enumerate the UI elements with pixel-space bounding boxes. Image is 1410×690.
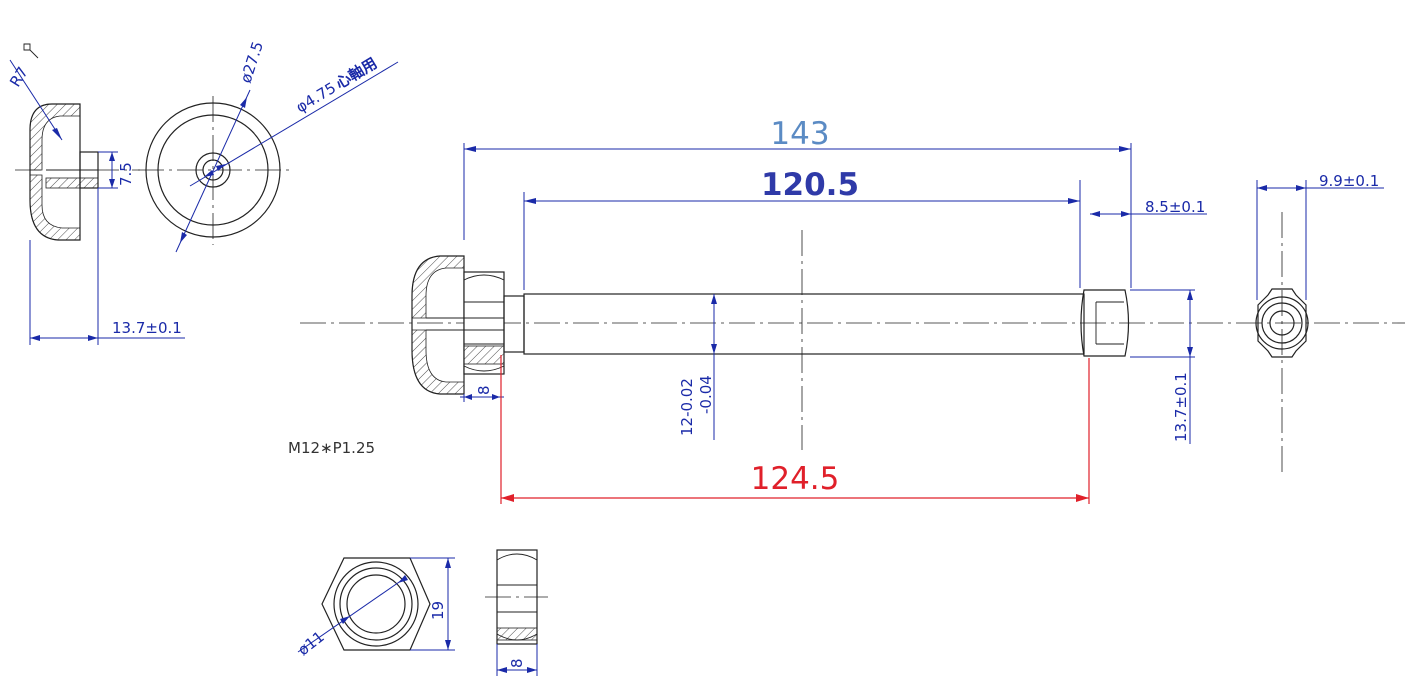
nut-span-label: 124.5 xyxy=(751,461,840,497)
end-view: 9.9±0.1 xyxy=(1255,172,1384,475)
bore-diameter-label: φ4.75心軸用 xyxy=(293,54,381,116)
end-height-label: 13.7±0.1 xyxy=(1172,372,1190,442)
nut-diameter-label: ø11 xyxy=(294,628,327,660)
radius-label: R7 xyxy=(6,64,32,90)
end-view-width-label: 9.9±0.1 xyxy=(1319,172,1379,190)
nut-side-view: 8 xyxy=(485,549,548,676)
main-view: 143 120.5 8.5±0.1 12-0.02 -0.04 13.7±0.1… xyxy=(288,116,1405,504)
nut-front-view: ø11 19 xyxy=(294,557,455,660)
nut-thickness-label: 8 xyxy=(508,658,526,668)
outer-diameter-label: ø27.5 xyxy=(237,39,267,85)
side-height-label: 7.5 xyxy=(117,162,135,186)
thread-note: M12∗P1.25 xyxy=(288,439,375,457)
nut-across-flats-label: 19 xyxy=(429,601,447,620)
head-thickness-label: 8 xyxy=(475,385,493,395)
shaft-diameter-lower-label: -0.04 xyxy=(697,375,715,414)
end-width-label: 8.5±0.1 xyxy=(1145,198,1205,216)
side-view: R7 7.5 13.7±0.1 xyxy=(6,43,185,345)
overall-length-label: 143 xyxy=(770,116,829,152)
front-view: ø27.5 φ4.75心軸用 xyxy=(138,39,399,253)
shaft-diameter-upper-label: 12-0.02 xyxy=(678,378,696,436)
side-width-label: 13.7±0.1 xyxy=(112,319,182,337)
shaft-length-label: 120.5 xyxy=(761,167,859,203)
